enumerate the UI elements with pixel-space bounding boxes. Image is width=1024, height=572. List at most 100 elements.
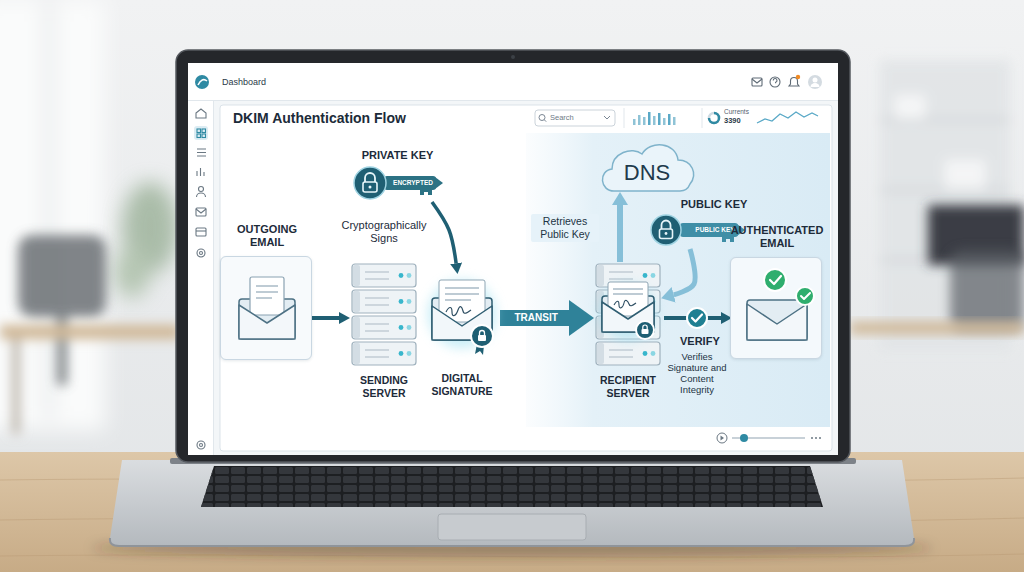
- email-box-icon: [770, 276, 781, 284]
- laptop-base: [110, 460, 914, 546]
- sidebar-icons: [196, 228, 206, 236]
- search-placeholder: Search: [550, 112, 574, 123]
- desk-background-right: [850, 322, 1024, 334]
- card-header-controls: [544, 120, 546, 122]
- node-label: PRIVATE KEY: [350, 148, 445, 162]
- main-card: [220, 105, 832, 451]
- server-stack-icon: [352, 316, 416, 339]
- top-bar-icons: [796, 75, 800, 79]
- key-icon-icon: [363, 182, 377, 192]
- server-stack-icon: [352, 264, 416, 287]
- window-light: [45, 0, 53, 420]
- key-icon-icon: [384, 176, 436, 190]
- flow-arrow: [674, 249, 695, 295]
- server-stack-icon: [643, 351, 648, 356]
- node-label: PUBLIC KEY: [678, 197, 750, 211]
- desk-background-left: [12, 339, 20, 434]
- email-box-icon: [747, 300, 807, 340]
- sidebar-icons: [196, 230, 206, 231]
- card-header-controls: [709, 113, 719, 123]
- playback-slider: [815, 437, 817, 439]
- sidebar-icons: [202, 129, 206, 133]
- signed-envelope: DIGITAL SIGNATURE: [424, 272, 500, 402]
- server-stack-icon: [353, 291, 360, 312]
- sidebar-icons: [196, 109, 206, 118]
- top-bar: [195, 75, 209, 89]
- verify-check-icon: [687, 308, 707, 328]
- server-stack-icon: [365, 350, 389, 357]
- sidebar-icons: [197, 149, 206, 156]
- transit-arrow: [500, 310, 569, 326]
- card-header-controls: [539, 115, 545, 121]
- server-stack: SENDING SERVER: [348, 262, 420, 404]
- verify-check-icon: [692, 315, 702, 322]
- node-label: DIGITAL SIGNATURE: [424, 372, 500, 398]
- laptop-base: [201, 466, 823, 507]
- flow-arrow: [617, 205, 623, 262]
- server-stack: RECIPIENT SERVER: [592, 262, 664, 404]
- key-icon-icon: [665, 232, 668, 235]
- server-stack-icon: [651, 351, 656, 356]
- dns-cloud: DNS: [592, 138, 702, 194]
- server-stack-icon: [353, 343, 360, 364]
- sidebar-icons: [197, 249, 205, 257]
- server-stack-icon: [642, 329, 649, 334]
- sidebar-icons: [197, 129, 201, 133]
- desk-background-left: [0, 325, 180, 434]
- sidebar-icons: [202, 134, 206, 138]
- desk-background-right: [850, 322, 1024, 334]
- office-chair-left: [18, 235, 106, 385]
- server-stack-icon: [365, 298, 389, 305]
- key-icon-icon: [435, 177, 443, 189]
- metric-value: 3390: [724, 116, 741, 126]
- laptop-base: [438, 514, 586, 540]
- server-stack-icon: [348, 262, 420, 368]
- desk: [0, 452, 1024, 572]
- flow-arrow: [664, 316, 721, 320]
- top-bar-icons: [813, 78, 818, 83]
- sidebar-icons: [197, 168, 204, 176]
- desk-background-left: [0, 325, 180, 339]
- server-stack-icon: [352, 290, 416, 313]
- key-icon-icon: [420, 190, 432, 195]
- sidebar: [188, 101, 214, 455]
- node-label: RECIPIENT SERVER: [588, 374, 668, 400]
- office-chair-right: [950, 250, 1024, 330]
- laptop-lid: [188, 63, 838, 455]
- server-stack-icon: [365, 272, 389, 279]
- top-bar-icons: [770, 77, 780, 87]
- key-icon-icon: [722, 237, 734, 242]
- laptop-lid: [176, 50, 850, 462]
- server-stack-icon: [407, 351, 412, 356]
- sidebar-icons: [200, 252, 203, 255]
- key-icon-icon: [369, 186, 372, 189]
- server-stack-icon: [407, 273, 412, 278]
- server-stack-icon: [643, 325, 647, 329]
- server-stack-icon: [399, 351, 404, 356]
- card-header-controls: [535, 108, 818, 128]
- top-bar: [198, 80, 207, 85]
- sidebar: [194, 126, 208, 140]
- signed-envelope-icon: [480, 331, 485, 336]
- sidebar-icons: [199, 187, 204, 192]
- key-icon-icon: [662, 221, 671, 230]
- server-stack-icon: [614, 300, 636, 308]
- server-stack-icon: [399, 325, 404, 330]
- server-stack-icon: [352, 342, 416, 365]
- top-bar: [188, 100, 838, 101]
- node-label: OUTGOING EMAIL: [227, 223, 307, 249]
- connector-label: TRANSIT: [512, 311, 561, 325]
- top-bar-icons: [808, 75, 822, 89]
- desk: [0, 452, 1024, 572]
- laptop-lid: [176, 50, 850, 462]
- email-box-icon: [250, 277, 284, 315]
- email-box-icon: [239, 305, 295, 339]
- verify-check-icon: [687, 308, 707, 328]
- office-chair-left: [18, 235, 106, 317]
- sidebar-icons: [196, 209, 206, 213]
- card-header-controls: [663, 118, 666, 125]
- card-header-controls: [604, 116, 610, 119]
- card-header-controls: [624, 108, 625, 128]
